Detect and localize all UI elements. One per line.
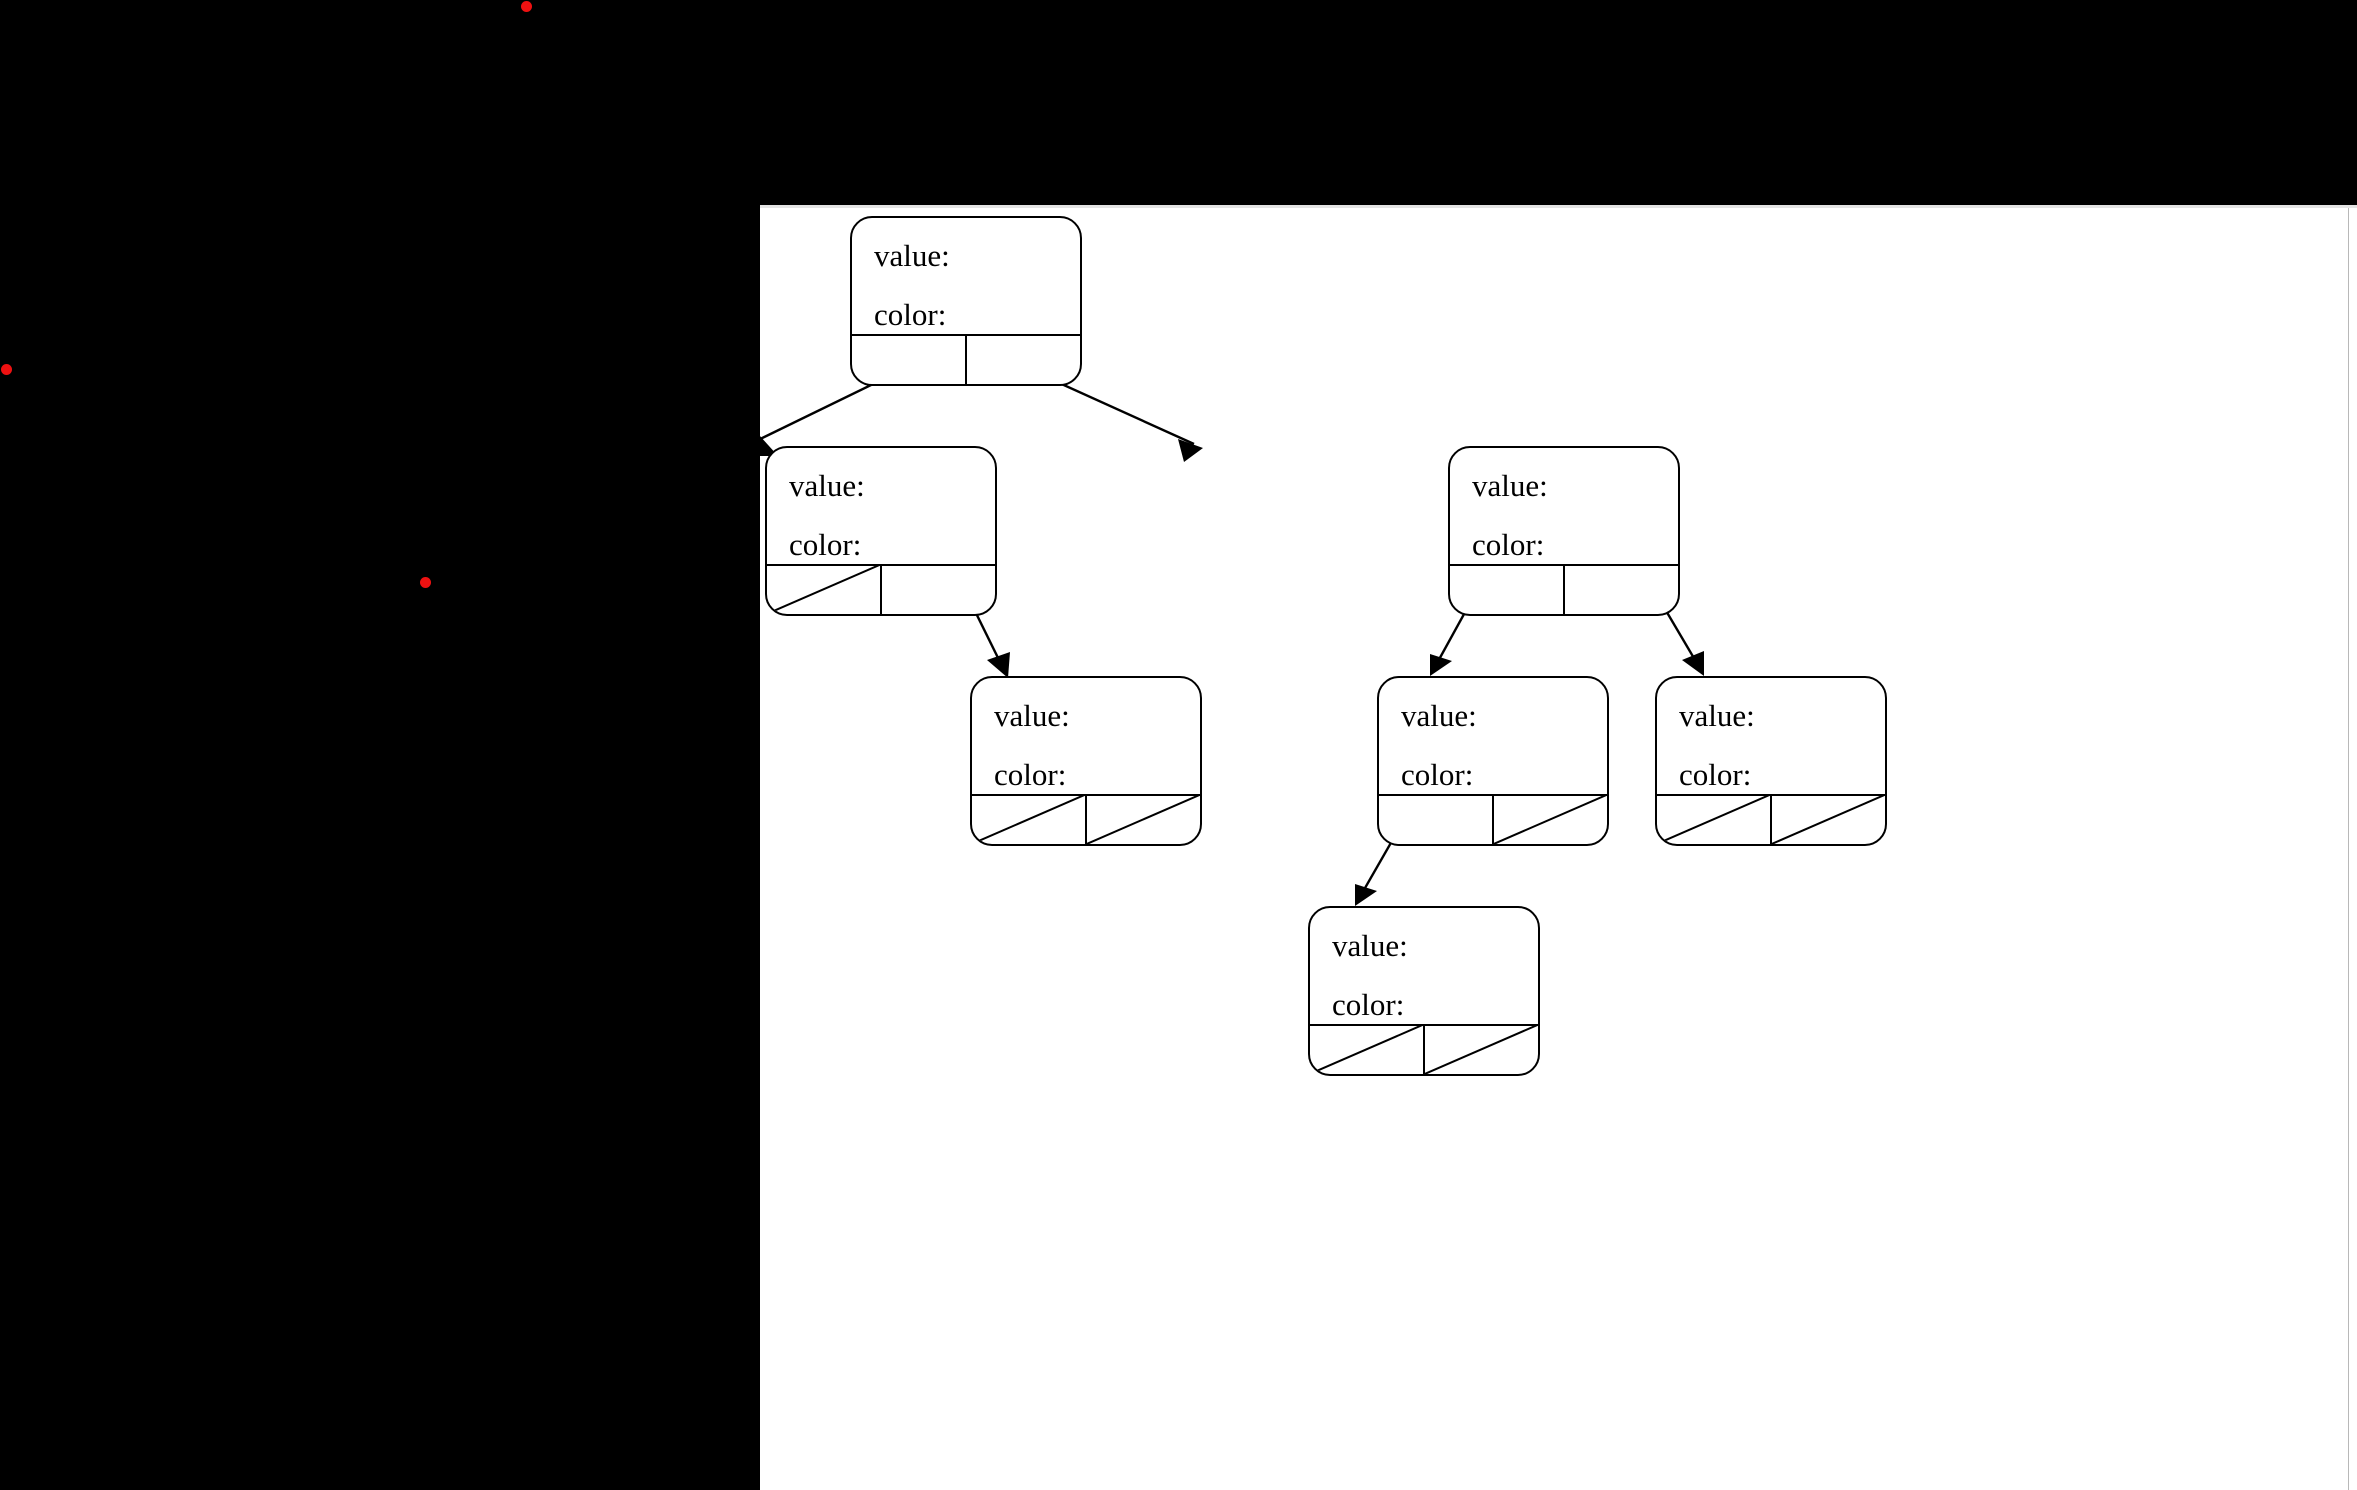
tree-node-right-child[interactable]: value: color:	[1448, 446, 1680, 616]
node-pointer-row	[972, 794, 1200, 844]
node-fields: value: color:	[1450, 448, 1678, 570]
node-fields: value: color:	[1379, 678, 1607, 800]
marker-dot-left	[1, 364, 12, 375]
node-left-pointer-cell-null[interactable]	[767, 566, 880, 614]
node-right-pointer-cell-null[interactable]	[1492, 796, 1607, 844]
node-color-label: color:	[1472, 527, 1545, 562]
node-color-label: color:	[994, 757, 1067, 792]
marker-dot-top	[521, 1, 532, 12]
node-fields: value: color:	[1657, 678, 1885, 800]
node-left-pointer-cell[interactable]	[1450, 566, 1563, 614]
node-right-pointer-cell-null[interactable]	[1423, 1026, 1538, 1074]
tree-node-right-left-grandchild[interactable]: value: color:	[1377, 676, 1609, 846]
node-right-pointer-cell[interactable]	[880, 566, 995, 614]
node-color-label: color:	[1332, 987, 1405, 1022]
node-pointer-row	[1657, 794, 1885, 844]
node-fields: value: color:	[972, 678, 1200, 800]
node-value-label: value:	[789, 468, 865, 503]
node-left-pointer-cell[interactable]	[1379, 796, 1492, 844]
node-fields: value: color:	[767, 448, 995, 570]
node-right-pointer-cell-null[interactable]	[1085, 796, 1200, 844]
tree-edges-layer	[760, 365, 1704, 906]
panel-right-divider	[2348, 208, 2349, 1490]
node-value-label: value:	[874, 238, 950, 273]
node-fields: value: color:	[1310, 908, 1538, 1030]
tree-node-left-right-grandchild[interactable]: value: color:	[970, 676, 1202, 846]
node-pointer-row	[1379, 794, 1607, 844]
node-left-pointer-cell[interactable]	[852, 336, 965, 384]
node-value-label: value:	[994, 698, 1070, 733]
marker-dot-middle	[420, 577, 431, 588]
tree-node-root[interactable]: value: color:	[850, 216, 1082, 386]
node-fields: value: color:	[852, 218, 1080, 340]
node-value-label: value:	[1679, 698, 1755, 733]
node-color-label: color:	[1679, 757, 1752, 792]
node-pointer-row	[1450, 564, 1678, 614]
node-pointer-row	[1310, 1024, 1538, 1074]
node-right-pointer-cell[interactable]	[1563, 566, 1678, 614]
node-value-label: value:	[1401, 698, 1477, 733]
node-left-pointer-cell-null[interactable]	[972, 796, 1085, 844]
node-color-label: color:	[874, 297, 947, 332]
node-pointer-row	[852, 334, 1080, 384]
tree-node-deep-leaf[interactable]: value: color:	[1308, 906, 1540, 1076]
node-value-label: value:	[1332, 928, 1408, 963]
node-pointer-row	[767, 564, 995, 614]
node-right-pointer-cell-null[interactable]	[1770, 796, 1885, 844]
node-right-pointer-cell[interactable]	[965, 336, 1080, 384]
tree-node-left-child[interactable]: value: color:	[765, 446, 997, 616]
node-value-label: value:	[1472, 468, 1548, 503]
tree-node-right-right-grandchild[interactable]: value: color:	[1655, 676, 1887, 846]
diagram-viewport-panel[interactable]: value: color: value: color:	[760, 205, 2357, 1490]
node-left-pointer-cell-null[interactable]	[1310, 1026, 1423, 1074]
node-color-label: color:	[789, 527, 862, 562]
node-left-pointer-cell-null[interactable]	[1657, 796, 1770, 844]
node-color-label: color:	[1401, 757, 1474, 792]
diagram-canvas[interactable]: value: color: value: color:	[760, 208, 2357, 1490]
